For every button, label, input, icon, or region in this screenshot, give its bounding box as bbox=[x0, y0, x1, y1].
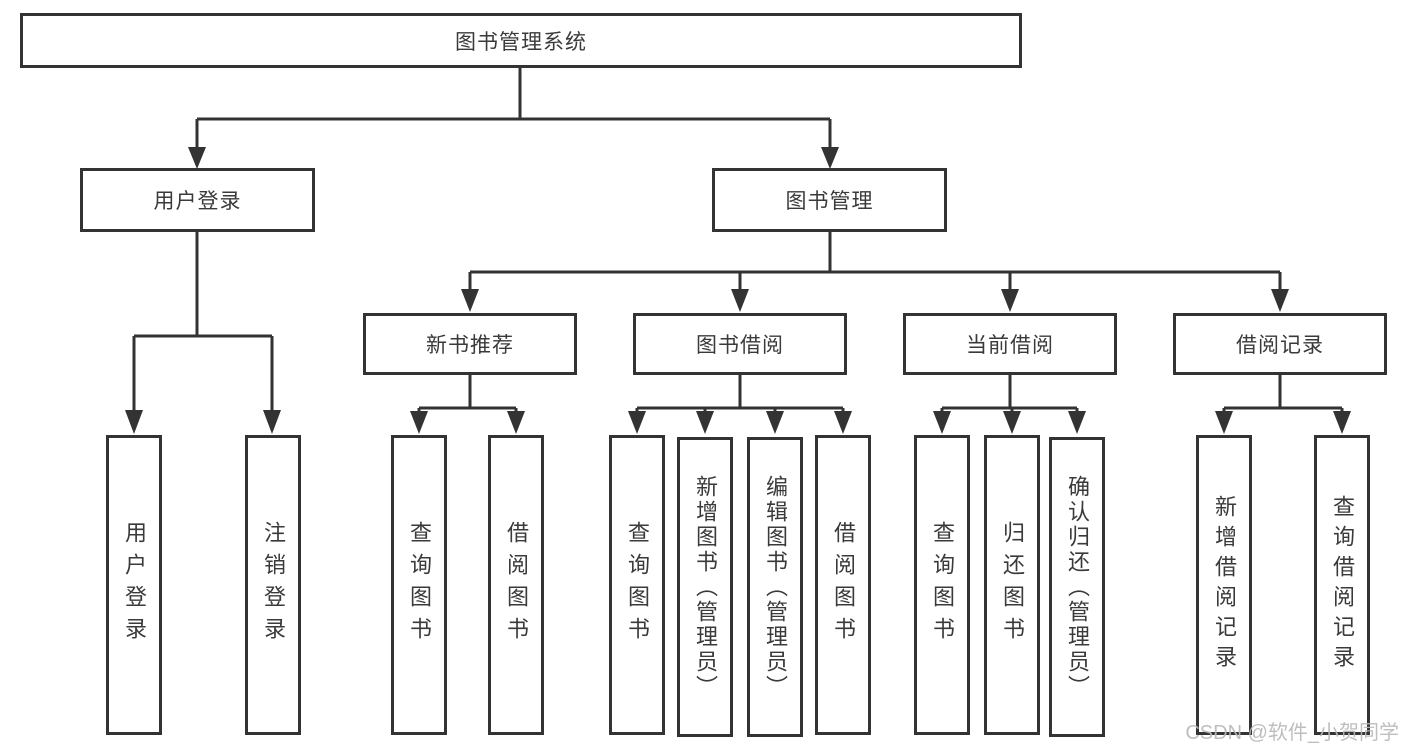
node-user-login-branch: 用户登录 bbox=[80, 168, 315, 232]
node-book-management: 图书管理 bbox=[712, 168, 947, 232]
node-label: 新书推荐 bbox=[426, 334, 514, 357]
node-label: 当前借阅 bbox=[966, 334, 1054, 357]
node-label: 新增借阅记录 bbox=[1212, 495, 1237, 675]
leaf-borrow-books-2: 借阅图书 bbox=[815, 435, 871, 735]
node-borrowing-records: 借阅记录 bbox=[1173, 313, 1387, 375]
leaf-query-books-2: 查询图书 bbox=[609, 435, 665, 735]
node-label: 确认归还（管理员） bbox=[1065, 474, 1090, 700]
node-label: 归还图书 bbox=[1000, 521, 1025, 649]
node-label: 用户登录 bbox=[122, 521, 147, 649]
node-label: 借阅记录 bbox=[1236, 334, 1324, 357]
leaf-query-borrow-record: 查询借阅记录 bbox=[1314, 435, 1370, 735]
node-label: 图书管理系统 bbox=[455, 30, 587, 54]
leaf-user-login: 用户登录 bbox=[106, 435, 162, 735]
node-label: 图书管理 bbox=[785, 190, 874, 213]
leaf-edit-book-admin: 编辑图书（管理员） bbox=[747, 437, 803, 737]
node-label: 查询图书 bbox=[930, 521, 955, 649]
leaf-logout: 注销登录 bbox=[245, 435, 301, 735]
leaf-add-borrow-record: 新增借阅记录 bbox=[1196, 435, 1252, 735]
leaf-borrow-books-1: 借阅图书 bbox=[488, 435, 544, 735]
node-label: 查询图书 bbox=[625, 521, 650, 649]
node-new-book-recommend: 新书推荐 bbox=[363, 313, 577, 375]
node-book-borrowing: 图书借阅 bbox=[633, 313, 847, 375]
node-label: 查询图书 bbox=[407, 521, 432, 649]
leaf-confirm-return-admin: 确认归还（管理员） bbox=[1049, 437, 1105, 737]
node-label: 用户登录 bbox=[153, 190, 242, 213]
node-library-management-system: 图书管理系统 bbox=[20, 13, 1022, 68]
leaf-query-books-3: 查询图书 bbox=[914, 435, 970, 735]
leaf-add-book-admin: 新增图书（管理员） bbox=[677, 437, 733, 737]
node-current-borrowing: 当前借阅 bbox=[903, 313, 1117, 375]
node-label: 新增图书（管理员） bbox=[693, 474, 718, 700]
leaf-return-book: 归还图书 bbox=[984, 435, 1040, 735]
node-label: 编辑图书（管理员） bbox=[763, 474, 788, 700]
node-label: 图书借阅 bbox=[696, 334, 784, 357]
node-label: 借阅图书 bbox=[504, 521, 529, 649]
leaf-query-books-1: 查询图书 bbox=[391, 435, 447, 735]
node-label: 查询借阅记录 bbox=[1330, 495, 1355, 675]
node-label: 注销登录 bbox=[261, 521, 286, 649]
csdn-watermark: CSDN @软件_小贺同学 bbox=[1185, 722, 1399, 744]
node-label: 借阅图书 bbox=[831, 521, 856, 649]
